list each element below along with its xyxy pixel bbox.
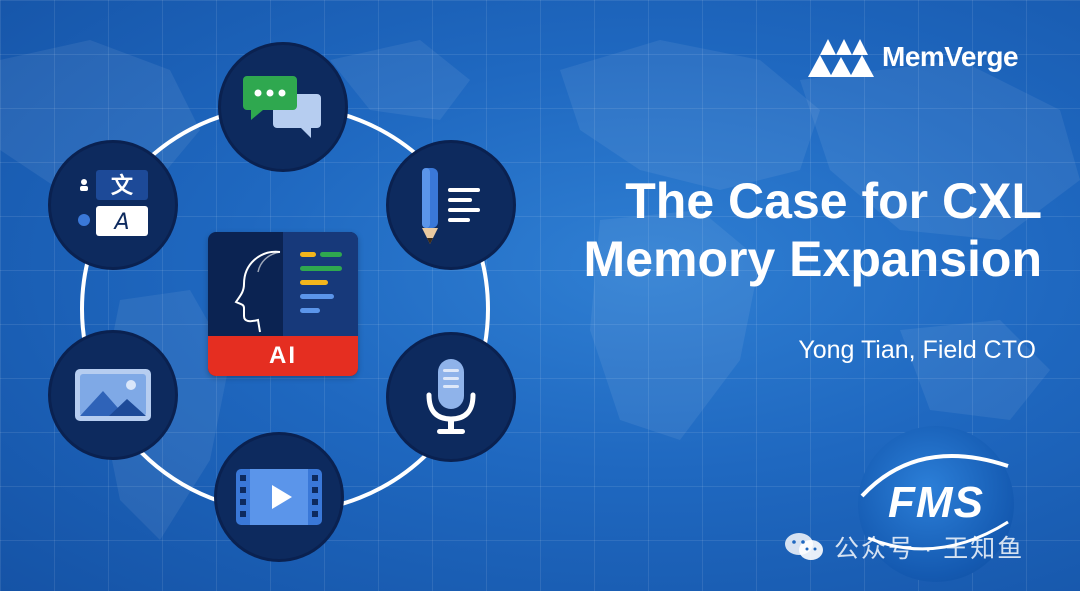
- ai-card: AI: [208, 232, 358, 376]
- document-icon: [422, 168, 480, 244]
- ai-label: AI: [208, 336, 358, 376]
- title-line-1: The Case for CXL: [625, 173, 1042, 229]
- slide-title: The Case for CXL Memory Expansion: [522, 172, 1042, 288]
- translate-node: 文 A: [48, 140, 178, 270]
- fms-logo: FMS: [858, 426, 1014, 582]
- svg-text:A: A: [112, 210, 129, 235]
- brand-name: MemVerge: [882, 41, 1019, 72]
- microphone-icon: [426, 359, 476, 434]
- watermark: 公众号 · 王知鱼: [784, 530, 1024, 564]
- presenter-line: Yong Tian, Field CTO: [798, 336, 1036, 364]
- microphone-node: [386, 332, 516, 462]
- ai-head-icon: [234, 250, 342, 333]
- memverge-mark-icon: [808, 39, 874, 77]
- video-icon: [236, 469, 322, 525]
- svg-text:文: 文: [111, 173, 134, 199]
- translate-icon: 文 A: [78, 170, 148, 236]
- video-node: [214, 432, 344, 562]
- fms-swoosh-icon: [860, 454, 1009, 551]
- wechat-icon: [785, 533, 823, 560]
- chat-icon: [243, 76, 321, 138]
- document-node: [386, 140, 516, 270]
- title-line-2: Memory Expansion: [583, 231, 1042, 287]
- chat-node: [218, 42, 348, 172]
- image-icon: [75, 369, 151, 421]
- watermark-text: 公众号 · 王知鱼: [834, 535, 1025, 563]
- fms-text: FMS: [888, 478, 984, 527]
- image-node: [48, 330, 178, 460]
- memverge-logo: MemVerge: [806, 34, 1046, 80]
